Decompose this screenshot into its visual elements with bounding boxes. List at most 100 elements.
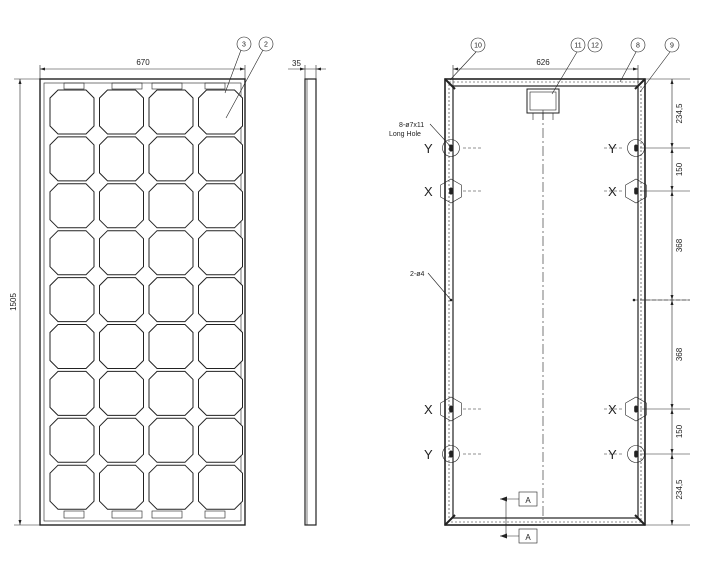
back-corner-keys (444, 78, 646, 526)
back-callout-12: 12 (587, 37, 603, 53)
solar-cell (148, 277, 194, 323)
hole-type-label: X (608, 402, 617, 417)
back-callout-10: 10 (449, 37, 486, 81)
svg-text:12: 12 (591, 43, 599, 50)
junction-box (526, 88, 560, 120)
solar-cell (198, 89, 243, 135)
long-hole-note: 8-ø7x11 Long Hole (389, 122, 453, 149)
solar-cell-grid (49, 89, 243, 510)
mounting-hole-x: X (604, 178, 647, 204)
hole-type-label: Y (608, 447, 617, 462)
solar-cell (198, 230, 243, 276)
solar-cell (49, 89, 95, 135)
solar-cell (99, 136, 144, 182)
front-height-dimension: 1505 (9, 78, 40, 526)
back-frame-outer (444, 78, 646, 526)
svg-text:A: A (525, 496, 531, 505)
solar-cell (148, 183, 194, 229)
hole-type-label: X (424, 402, 433, 417)
solar-cell (198, 464, 243, 510)
hole-type-label: X (608, 184, 617, 199)
mounting-hole-x: X (604, 396, 647, 422)
hole-type-label: Y (608, 141, 617, 156)
solar-cell (198, 417, 243, 463)
back-callout-11: 11 (551, 37, 586, 95)
right-dimension-chain: 234,5 150 368 368 150 234,5 (640, 78, 690, 526)
back-frame-inner (452, 85, 639, 519)
back-width-dimension: 626 (452, 58, 639, 86)
solar-cell (49, 324, 95, 369)
back-width-label: 626 (536, 58, 550, 67)
svg-text:Long Hole: Long Hole (389, 131, 421, 138)
solar-cell (148, 417, 194, 463)
right-dimension-label: 150 (675, 424, 684, 438)
back-view: 626 10 11 12 8 9 8-ø7x11 (389, 37, 690, 544)
front-frame-outer (39, 78, 246, 526)
right-dimension-label: 234,5 (675, 479, 684, 500)
side-depth-label: 35 (292, 59, 301, 68)
solar-cell (99, 277, 144, 323)
svg-text:10: 10 (474, 43, 482, 50)
hole-type-label: X (424, 184, 433, 199)
front-width-label: 670 (136, 58, 150, 67)
solar-cell (49, 370, 95, 416)
mounting-holes: Y Y X X X X Y Y (424, 139, 647, 463)
solar-cell (198, 277, 243, 323)
solar-cell (99, 230, 144, 276)
mounting-hole-x: X (424, 396, 483, 422)
solar-cell (99, 370, 144, 416)
solar-cell (49, 417, 95, 463)
mounting-hole-x: X (424, 178, 483, 204)
front-busbars (63, 82, 226, 519)
section-mark-upper: A (500, 491, 538, 507)
front-width-dimension: 670 (39, 58, 246, 79)
solar-cell (198, 324, 243, 369)
svg-text:8-ø7x11: 8-ø7x11 (399, 122, 424, 129)
back-callout-9: 9 (639, 37, 680, 93)
svg-text:2-ø4: 2-ø4 (410, 271, 425, 278)
solar-cell (49, 183, 95, 229)
solar-cell (99, 417, 144, 463)
solar-cell (198, 370, 243, 416)
back-callout-8: 8 (619, 37, 646, 83)
right-dimension-label: 234,5 (675, 103, 684, 124)
hole-type-label: Y (424, 447, 433, 462)
solar-cell (49, 230, 95, 276)
solar-cell (148, 136, 194, 182)
svg-text:11: 11 (574, 43, 581, 50)
section-mark-lower: A (500, 499, 538, 544)
front-callout-3: 3 (224, 36, 252, 94)
solar-cell (99, 464, 144, 510)
side-view: 35 (288, 59, 326, 526)
solar-cell (99, 89, 144, 135)
solar-cell (99, 183, 144, 229)
mounting-hole-y: Y (424, 445, 483, 463)
right-dimension-label: 368 (675, 238, 684, 252)
solar-cell (148, 464, 194, 510)
svg-text:8: 8 (636, 43, 640, 50)
side-frame (304, 78, 317, 526)
mounting-hole-y: Y (424, 139, 483, 157)
hole-type-label: Y (424, 141, 433, 156)
solar-cell (148, 324, 194, 369)
solar-cell (49, 277, 95, 323)
solar-cell (148, 89, 194, 135)
solar-cell (198, 136, 243, 182)
mounting-hole-y: Y (604, 139, 645, 157)
ground-hole-note: 2-ø4 (410, 271, 690, 302)
front-height-label: 1505 (9, 293, 18, 311)
right-dimension-label: 368 (675, 347, 684, 361)
front-callout-2: 2 (225, 36, 274, 119)
solar-cell (49, 464, 95, 510)
solar-cell (198, 183, 243, 229)
svg-text:9: 9 (670, 43, 674, 50)
solar-cell (49, 136, 95, 182)
solar-cell (148, 370, 194, 416)
solar-cell (99, 324, 144, 369)
svg-text:3: 3 (242, 42, 246, 49)
svg-text:A: A (525, 533, 531, 542)
svg-text:2: 2 (264, 42, 268, 49)
right-dimension-label: 150 (675, 162, 684, 176)
solar-cell (148, 230, 194, 276)
